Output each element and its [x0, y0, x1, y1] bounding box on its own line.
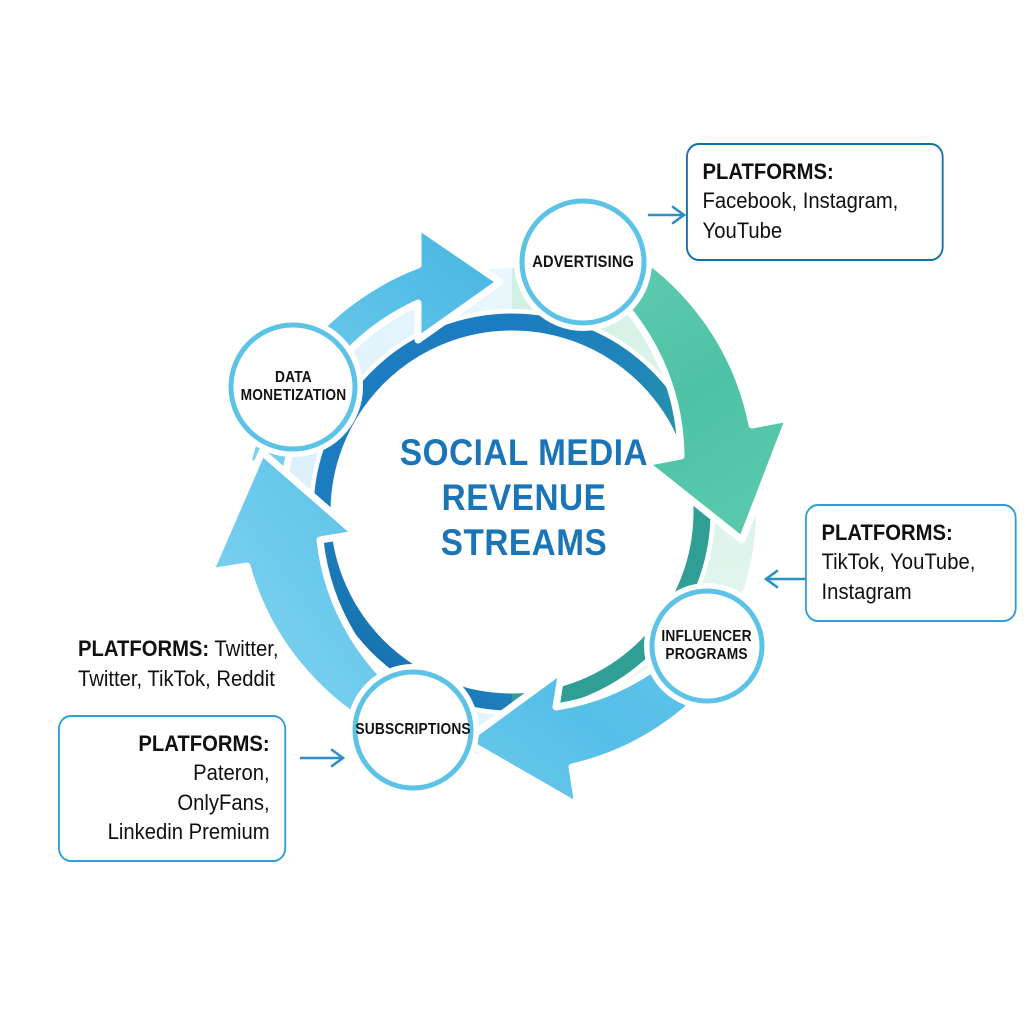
node-advertising[interactable]: ADVERTISING [522, 201, 644, 323]
callout-subscriptions-body: Pateron, OnlyFans, Linkedin Premium [107, 760, 270, 844]
callout-data-monetization-platforms: PLATFORMS: Twitter, Twitter, TikTok, Red… [78, 634, 317, 693]
node-data-monetization[interactable]: DATA MONETIZATION [231, 325, 355, 449]
node-data-monetization-label: DATA MONETIZATION [240, 369, 346, 404]
callout-influencer-lead: PLATFORMS: [821, 520, 953, 545]
node-rings [223, 193, 770, 796]
node-influencer-programs[interactable]: INFLUENCER PROGRAMS [652, 591, 762, 701]
callout-advertising-platforms[interactable]: PLATFORMS: Facebook, Instagram, YouTube [686, 143, 944, 261]
arrow-to-influencer-programs [596, 239, 793, 544]
node-advertising-label: ADVERTISING [532, 252, 634, 272]
callout-influencer-body: TikTok, YouTube, Instagram [821, 549, 976, 604]
callout-advertising-lead: PLATFORMS: [702, 159, 834, 184]
callout-advertising-body: Facebook, Instagram, YouTube [702, 188, 899, 243]
callout-connectors [300, 205, 806, 768]
node-subscriptions-label: SUBSCRIPTIONS [355, 721, 471, 739]
callout-influencer-platforms[interactable]: PLATFORMS: TikTok, YouTube, Instagram [805, 504, 1017, 622]
callout-data-monetization-body: Twitter, Twitter, TikTok, Reddit [78, 636, 279, 691]
arrow-to-data-monetization [206, 448, 425, 746]
callout-data-monetization-lead: PLATFORMS: [78, 636, 210, 661]
node-influencer-programs-label: INFLUENCER PROGRAMS [661, 628, 753, 663]
callout-subscriptions-platforms[interactable]: PLATFORMS: Pateron, OnlyFans, Linkedin P… [58, 715, 287, 862]
node-subscriptions[interactable]: SUBSCRIPTIONS [355, 672, 471, 788]
callout-subscriptions-lead: PLATFORMS: [138, 731, 270, 756]
page-title: SOCIAL MEDIA REVENUE STREAMS [399, 432, 649, 564]
